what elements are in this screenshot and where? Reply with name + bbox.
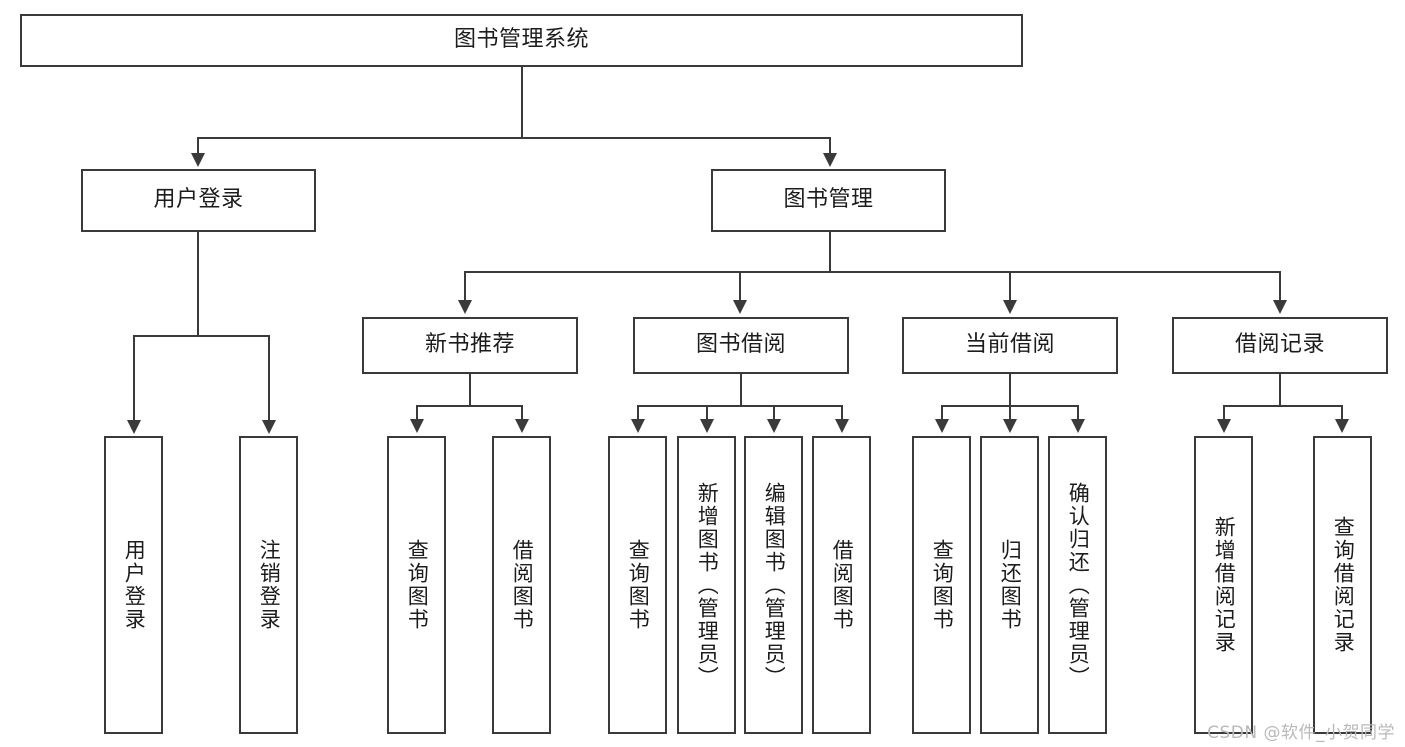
arrow-current-leaf-3: [1071, 419, 1085, 433]
arrow-login-leaf-1: [127, 420, 141, 434]
arrow-records-leaf-1: [1217, 419, 1231, 433]
connector-login-stem: [197, 232, 199, 335]
connector-borrow-leaf-1: [637, 405, 639, 421]
arrow-recommend-leaf-1: [410, 419, 424, 433]
csdn-watermark: CSDN @软件_小贺同学: [1207, 723, 1395, 743]
arrow-borrow-leaf-2: [700, 419, 714, 433]
arrow-current-leaf-1: [935, 419, 949, 433]
node-root-system[interactable]: 图书管理系统: [20, 14, 1023, 67]
leaf-current-query-book[interactable]: 查询图书: [912, 436, 971, 734]
node-label: 确认归还（管理员）: [1066, 481, 1091, 689]
connector-bookmgmt-stem: [829, 232, 831, 271]
connector-bookmgmt-c3: [1009, 271, 1011, 302]
connector-current-leaf-3: [1077, 405, 1079, 421]
connector-current-stem: [1009, 374, 1011, 405]
arrow-borrow-leaf-1: [631, 419, 645, 433]
leaf-borrow-add-book-admin[interactable]: 新增图书（管理员）: [677, 436, 736, 734]
connector-current-leaf-1: [941, 405, 943, 421]
node-label: 归还图书: [998, 539, 1023, 631]
node-label: 图书管理系统: [453, 27, 589, 53]
arrow-bookmgmt-c4: [1273, 300, 1287, 314]
arrow-recommend-leaf-2: [515, 419, 529, 433]
connector-recommend-stem: [469, 374, 471, 405]
node-user-login[interactable]: 用户登录: [81, 169, 316, 232]
connector-bookmgmt-bar: [464, 271, 1280, 273]
connector-bookmgmt-c1: [464, 271, 466, 302]
node-book-borrow[interactable]: 图书借阅: [633, 317, 849, 374]
connector-bookmgmt-c2: [739, 271, 741, 302]
leaf-borrow-edit-book-admin[interactable]: 编辑图书（管理员）: [744, 436, 803, 734]
node-label: 借阅记录: [1234, 332, 1325, 358]
node-label: 新增图书（管理员）: [695, 481, 720, 689]
connector-root-stem: [521, 67, 523, 137]
connector-login-leaf-2: [268, 335, 270, 422]
node-label: 当前借阅: [964, 332, 1055, 358]
leaf-recommend-query-book[interactable]: 查询图书: [387, 436, 446, 734]
connector-records-bar: [1223, 405, 1342, 407]
node-new-book-recommend[interactable]: 新书推荐: [362, 317, 578, 374]
leaf-records-add-record[interactable]: 新增借阅记录: [1194, 436, 1253, 734]
leaf-logout[interactable]: 注销登录: [239, 436, 298, 734]
node-book-management[interactable]: 图书管理: [711, 169, 946, 232]
connector-bookmgmt-c4: [1279, 271, 1281, 302]
node-label: 借阅图书: [830, 539, 855, 631]
connector-records-stem: [1279, 374, 1281, 405]
connector-login-leaf-1: [133, 335, 135, 422]
arrow-records-leaf-2: [1335, 419, 1349, 433]
connector-root-to-login: [197, 137, 199, 155]
connector-recommend-leaf-1: [416, 405, 418, 421]
arrow-login-leaf-2: [262, 420, 276, 434]
connector-recommend-bar: [416, 405, 522, 407]
connector-recommend-leaf-2: [521, 405, 523, 421]
connector-borrow-leaf-3: [773, 405, 775, 421]
node-label: 查询图书: [626, 539, 651, 631]
connector-root-bar: [197, 137, 831, 139]
leaf-borrow-query-book[interactable]: 查询图书: [608, 436, 667, 734]
arrow-bookmgmt-c3: [1003, 300, 1017, 314]
arrow-current-leaf-2: [1003, 419, 1017, 433]
arrow-root-to-login: [191, 153, 205, 167]
arrow-bookmgmt-c2: [733, 300, 747, 314]
node-label: 新书推荐: [424, 332, 515, 358]
leaf-current-confirm-return-admin[interactable]: 确认归还（管理员）: [1048, 436, 1107, 734]
leaf-borrow-borrow-book[interactable]: 借阅图书: [812, 436, 871, 734]
connector-current-leaf-2: [1009, 405, 1011, 421]
node-label: 用户登录: [122, 539, 147, 631]
node-current-borrow[interactable]: 当前借阅: [902, 317, 1118, 374]
node-label: 编辑图书（管理员）: [762, 481, 787, 689]
connector-login-bar: [133, 335, 268, 337]
leaf-current-return-book[interactable]: 归还图书: [980, 436, 1039, 734]
node-label: 注销登录: [257, 539, 282, 631]
node-label: 图书管理: [783, 187, 874, 213]
connector-borrow-stem: [740, 374, 742, 405]
arrow-borrow-leaf-4: [835, 419, 849, 433]
node-label: 图书借阅: [695, 332, 786, 358]
leaf-user-login[interactable]: 用户登录: [104, 436, 163, 734]
arrow-bookmgmt-c1: [458, 300, 472, 314]
node-label: 新增借阅记录: [1212, 516, 1237, 654]
connector-borrow-leaf-2: [706, 405, 708, 421]
connector-root-to-bookmgmt: [829, 137, 831, 155]
node-label: 用户登录: [153, 187, 244, 213]
node-label: 查询借阅记录: [1331, 516, 1356, 654]
node-label: 查询图书: [930, 539, 955, 631]
connector-records-leaf-2: [1341, 405, 1343, 421]
leaf-records-query-record[interactable]: 查询借阅记录: [1313, 436, 1372, 734]
arrow-borrow-leaf-3: [767, 419, 781, 433]
connector-records-leaf-1: [1223, 405, 1225, 421]
arrow-root-to-bookmgmt: [823, 153, 837, 167]
connector-borrow-bar: [637, 405, 842, 407]
node-borrow-records[interactable]: 借阅记录: [1172, 317, 1388, 374]
node-label: 借阅图书: [510, 539, 535, 631]
node-label: 查询图书: [405, 539, 430, 631]
leaf-recommend-borrow-book[interactable]: 借阅图书: [492, 436, 551, 734]
connector-borrow-leaf-4: [841, 405, 843, 421]
